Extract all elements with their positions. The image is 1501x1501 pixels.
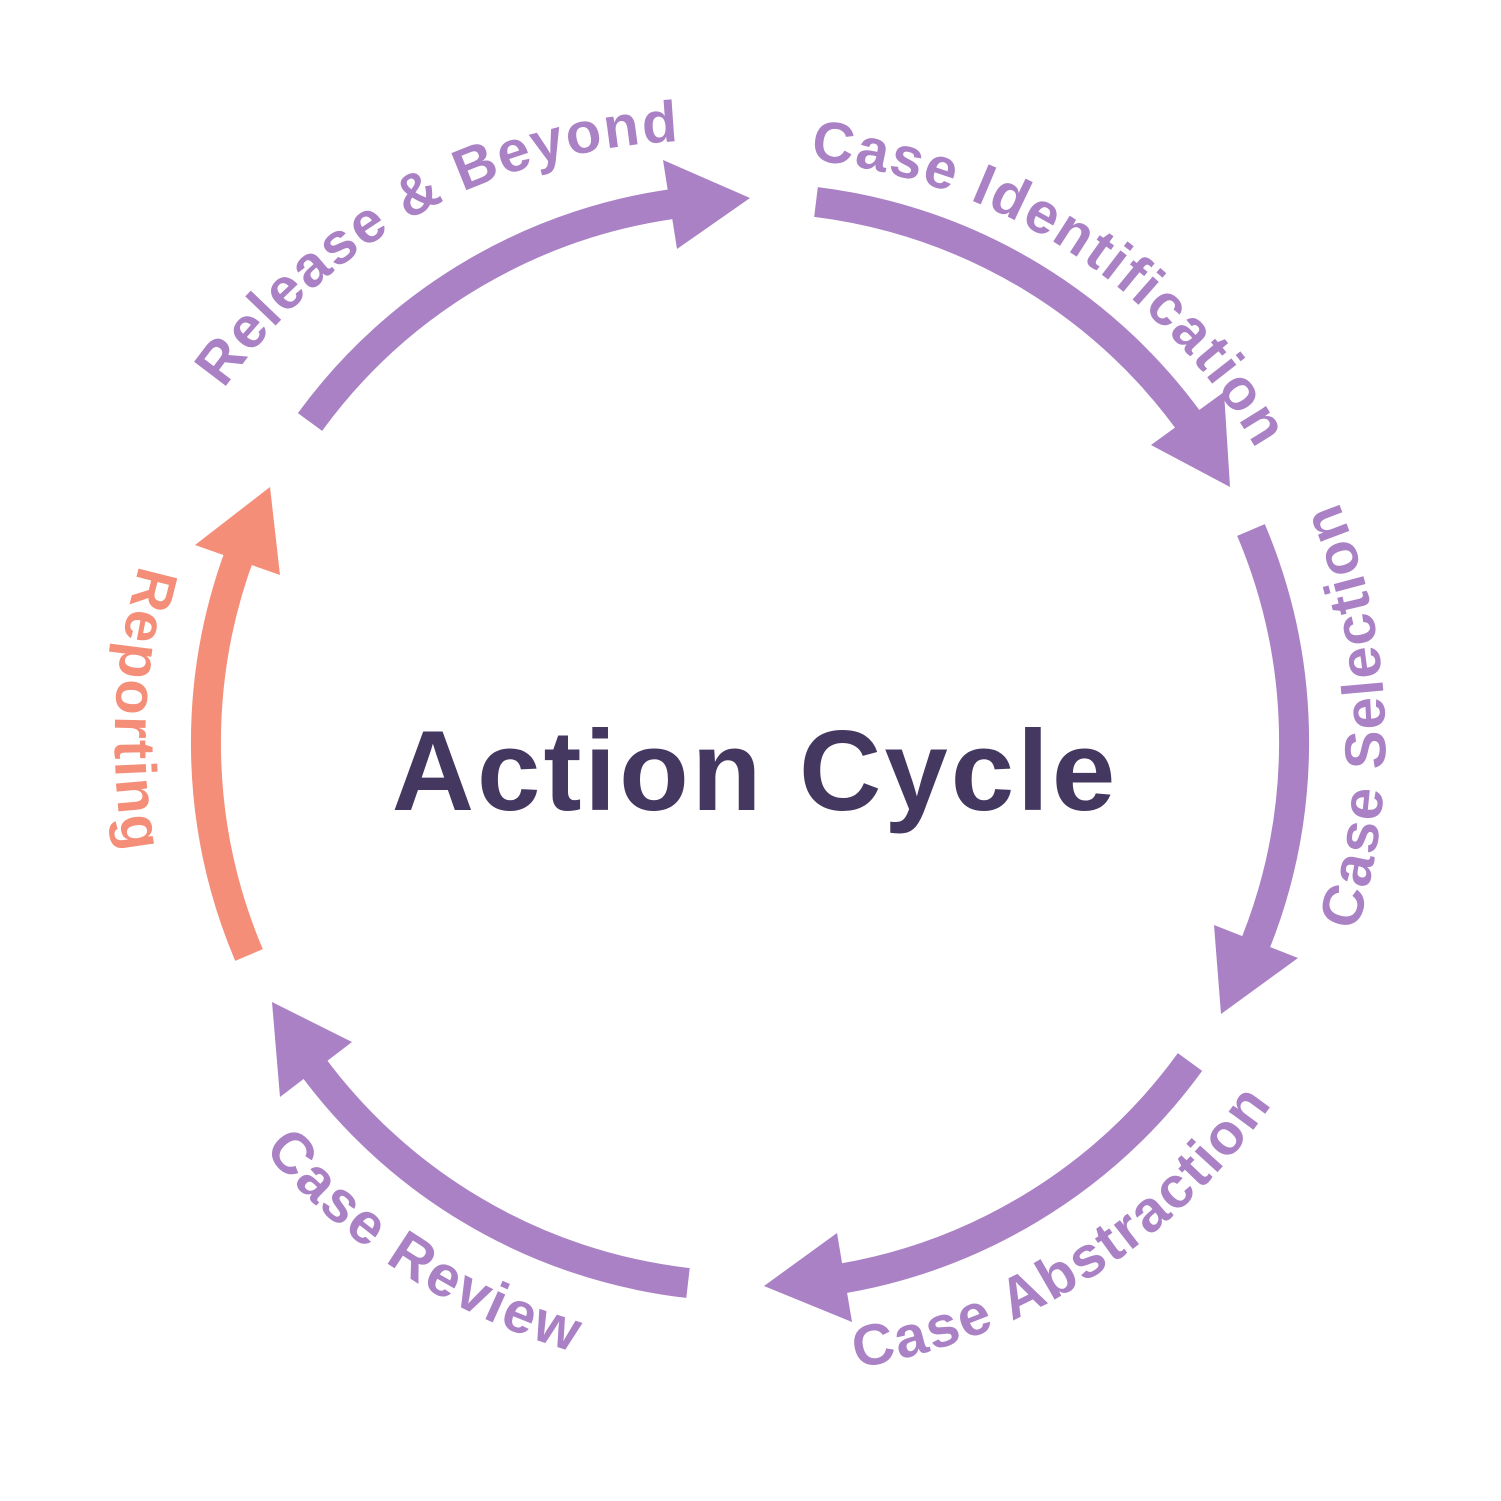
case-selection-arrow-arc xyxy=(1235,524,1310,965)
step-label-text: Release & Beyond xyxy=(182,89,679,397)
step-label-reporting: Reporting xyxy=(102,562,190,856)
reporting-arrow-arc xyxy=(190,537,263,961)
reporting-arrowhead xyxy=(195,487,280,575)
step-label-release-and-beyond: Release & Beyond xyxy=(182,89,681,397)
release-and-beyond-arrowhead xyxy=(663,160,750,249)
step-label-text: Case Abstraction xyxy=(846,1072,1282,1381)
case-review-arrowhead xyxy=(272,1002,352,1097)
case-abstraction-arrow-arc xyxy=(823,1053,1203,1296)
step-reporting: Reporting xyxy=(102,487,280,961)
case-abstraction-arrowhead xyxy=(764,1233,852,1322)
step-case-review: Case Review xyxy=(254,1002,690,1365)
case-identification-arrowhead xyxy=(1151,392,1230,487)
case-identification-arrow-arc xyxy=(814,187,1211,443)
step-case-abstraction: Case Abstraction xyxy=(764,1053,1284,1381)
case-review-arrow-arc xyxy=(291,1045,690,1298)
step-label-case-abstraction: Case Abstraction xyxy=(846,1072,1284,1381)
release-and-beyond-arrow-arc xyxy=(297,187,690,431)
diagram-title: Action Cycle xyxy=(392,708,1119,835)
case-selection-arrowhead xyxy=(1214,925,1298,1014)
step-case-identification: Case Identification xyxy=(808,108,1300,487)
step-label-text: Reporting xyxy=(102,562,188,856)
step-case-selection: Case Selection xyxy=(1214,495,1397,1014)
step-release-and-beyond: Release & Beyond xyxy=(182,89,750,431)
